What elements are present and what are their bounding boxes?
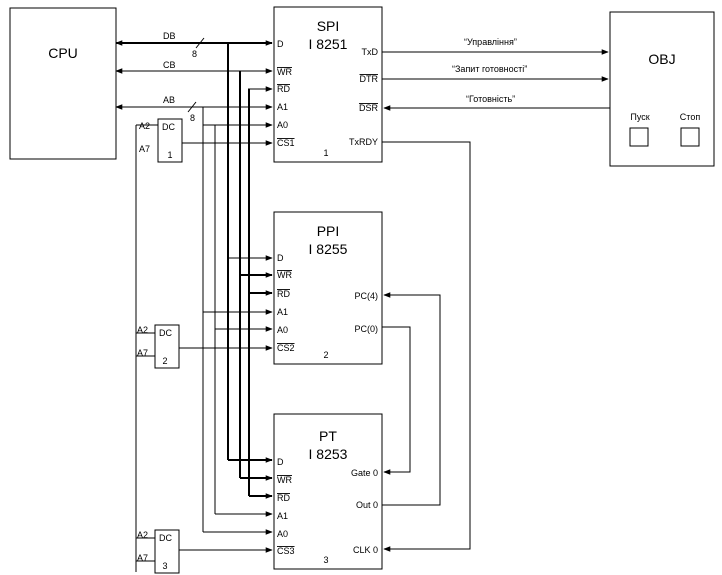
decoder-3-in-a2: A2 <box>137 530 148 540</box>
spi-pin-dsr: DSR <box>359 103 379 113</box>
pt-connections <box>136 457 273 562</box>
spi-chip: I 8251 <box>309 36 348 52</box>
ppi-pin-wr: WR <box>277 270 292 280</box>
cb-label: CB <box>163 60 176 70</box>
cpu-block: CPU <box>9 7 117 160</box>
pt-pin-out: Out 0 <box>356 500 378 510</box>
cpu-label: CPU <box>48 45 78 61</box>
ppi-name: PPI <box>317 223 340 239</box>
decoder-3-label: DC <box>159 533 172 543</box>
decoder-2-in-a7: A7 <box>137 348 148 358</box>
ready-signal-label: “Готовність” <box>466 94 515 104</box>
decoder-1-number: 1 <box>167 150 172 160</box>
decoder-1: DC 1 A2 A7 <box>139 118 183 163</box>
decoder-2-number: 2 <box>162 356 167 366</box>
pt-pin-cs: CS3 <box>277 546 295 556</box>
ppi-pin-pc0: PC(0) <box>354 324 378 334</box>
pt-name: PT <box>319 428 337 444</box>
ppi-pin-pc4: PC(4) <box>354 291 378 301</box>
spi-pin-a1: A1 <box>277 102 288 112</box>
db-width: 8 <box>192 49 197 59</box>
ppi-pin-a1: A1 <box>277 307 288 317</box>
ppi-pin-rd: RD <box>277 289 290 299</box>
pt-pin-a1: A1 <box>277 511 288 521</box>
pt-pin-wr: WR <box>277 475 292 485</box>
spi-pin-txd: TxD <box>362 47 379 57</box>
ab-label: AB <box>163 95 175 105</box>
decoder-2-in-a2: A2 <box>137 325 148 335</box>
control-bus: CB <box>115 60 273 92</box>
stop-label: Стоп <box>680 112 701 122</box>
decoder-3-number: 3 <box>162 561 167 571</box>
spi-number: 1 <box>323 148 328 158</box>
ppi-block: PPI I 8255 2 D WR RD A1 A0 CS2 PC(4) PC(… <box>273 211 383 365</box>
db-label: DB <box>163 31 176 41</box>
ppi-pin-d: D <box>277 253 284 263</box>
ppi-chip: I 8255 <box>309 241 348 257</box>
ppi-pin-cs: CS2 <box>277 343 295 353</box>
pt-pin-clk: CLK 0 <box>353 545 378 555</box>
pt-block: PT I 8253 3 D WR RD A1 A0 CS3 Gate 0 Out… <box>273 413 383 570</box>
ready-request-signal-label: “Запит готовності” <box>452 64 527 74</box>
spi-pin-txrdy: TxRDY <box>349 137 378 147</box>
decoder-1-in-a7: A7 <box>139 144 150 154</box>
stop-button[interactable] <box>680 127 700 147</box>
ab-width: 8 <box>190 113 195 123</box>
decoder-2: DC 2 A2 A7 <box>137 324 180 369</box>
data-bus: DB 8 <box>115 31 273 59</box>
ppi-pin-a0: A0 <box>277 325 288 335</box>
decoder-3-in-a7: A7 <box>137 553 148 563</box>
start-label: Пуск <box>630 112 649 122</box>
spi-pin-cs: CS1 <box>277 138 295 148</box>
decoder-2-label: DC <box>159 328 172 338</box>
decoder-3: DC 3 A2 A7 <box>137 529 180 574</box>
pt-number: 3 <box>323 555 328 565</box>
pt-chip: I 8253 <box>309 446 348 462</box>
start-button[interactable] <box>629 127 649 147</box>
spi-pin-a0: A0 <box>277 120 288 130</box>
decoder-1-label: DC <box>162 122 175 132</box>
spi-name: SPI <box>317 18 340 34</box>
spi-pin-wr: WR <box>277 67 292 77</box>
ppi-number: 2 <box>323 350 328 360</box>
spi-block: SPI I 8251 1 D WR RD A1 A0 CS1 TxD DTR D… <box>273 6 383 163</box>
pt-pin-d: D <box>277 457 284 467</box>
spi-pin-rd: RD <box>277 84 290 94</box>
decoder-1-in-a2: A2 <box>139 121 150 131</box>
pt-pin-rd: RD <box>277 493 290 503</box>
pt-pin-a0: A0 <box>277 529 288 539</box>
spi-pin-d: D <box>277 39 284 49</box>
spi-pin-dtr: DTR <box>360 74 379 84</box>
spi-obj-signals: “Управління” “Запит готовності” “Готовні… <box>382 37 610 111</box>
obj-label: OBJ <box>648 51 675 67</box>
ppi-connections <box>136 255 273 357</box>
control-signal-label: “Управління” <box>464 37 517 47</box>
pt-pin-gate: Gate 0 <box>351 468 378 478</box>
obj-block: OBJ Пуск Стоп <box>609 11 715 167</box>
timer-wiring <box>382 141 471 552</box>
